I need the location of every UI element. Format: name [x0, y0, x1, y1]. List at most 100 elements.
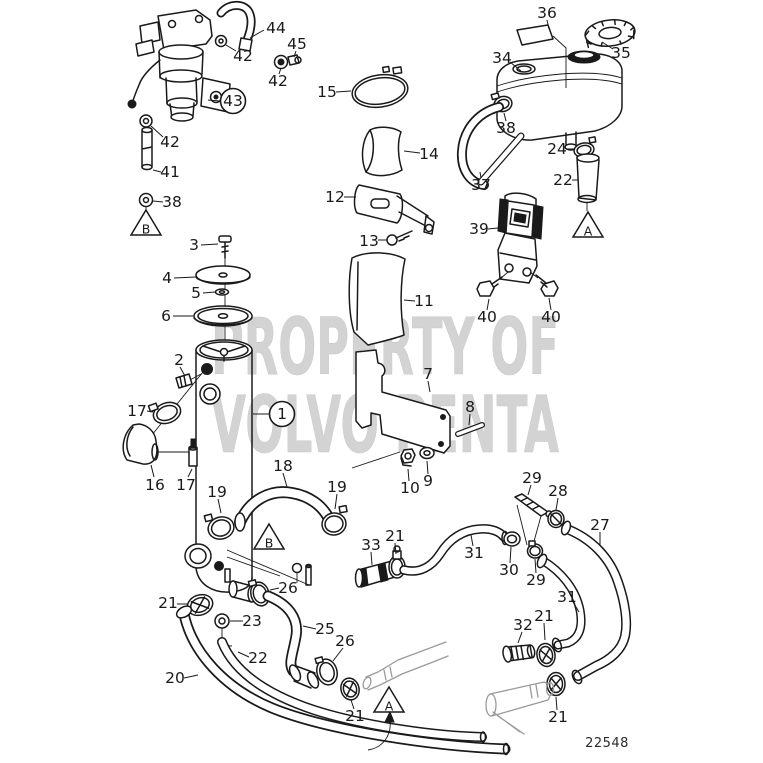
bolt-40-right [529, 271, 559, 297]
clamp-21-right-upper [536, 642, 556, 668]
callout-5: 5 [191, 284, 201, 302]
clamp-19-right [321, 504, 348, 536]
grommet-42 [273, 54, 289, 70]
leader-line [468, 413, 471, 426]
leader-line [509, 61, 522, 72]
leader-line [555, 497, 559, 511]
leader-line [403, 150, 421, 154]
hose-44 [216, 0, 256, 52]
callout-32: 32 [513, 616, 533, 634]
nut-42-left [139, 114, 153, 128]
clamp-26-lower [314, 656, 338, 686]
leader-line [173, 276, 197, 279]
leader-line [152, 169, 162, 173]
reference-triangle-A [571, 210, 605, 238]
leader-line [150, 464, 155, 478]
callout-45: 45 [287, 35, 307, 53]
callout-18: 18 [273, 457, 293, 475]
leader-line [179, 366, 186, 377]
leader-line [152, 200, 164, 203]
housing-cylinder-1 [184, 339, 253, 593]
callout-14: 14 [419, 145, 439, 163]
leader-line [487, 227, 499, 230]
leader-line [479, 171, 482, 179]
triangle-letter: B [265, 536, 274, 551]
leader-line [534, 558, 537, 574]
callout-6: 6 [161, 307, 171, 325]
leader-line [146, 410, 154, 413]
callout-20: 20 [165, 669, 185, 687]
triangle-letter: B [142, 222, 151, 237]
leader-line [509, 546, 512, 564]
leader-line [202, 291, 216, 294]
leader-line [293, 50, 297, 58]
leader-line [517, 631, 523, 644]
callout-25: 25 [315, 620, 335, 638]
callout-23: 23 [242, 612, 262, 630]
hose-22-long [217, 637, 487, 743]
leader-line [427, 380, 431, 393]
leader-line [335, 90, 352, 93]
leader-line [217, 498, 222, 514]
callout-29: 29 [526, 571, 546, 589]
callout-34: 34 [492, 49, 512, 67]
callout-11: 11 [414, 292, 434, 310]
nut-38-left [138, 192, 154, 212]
bracket-39 [497, 192, 544, 284]
ghost-exhaust-right [485, 681, 555, 735]
callout-9: 9 [423, 472, 433, 490]
ring-30 [503, 531, 521, 547]
gasket-disc-6 [193, 305, 253, 327]
callout-22: 22 [553, 171, 573, 189]
leader-line [350, 699, 355, 710]
callout-42: 42 [160, 133, 180, 151]
leader-line [269, 587, 280, 591]
clamp-29-lower [526, 540, 544, 559]
callout-39: 39 [469, 220, 489, 238]
leader-line [370, 551, 373, 566]
leader-line [470, 534, 474, 547]
callout-30: 30 [499, 561, 519, 579]
callout-31: 31 [464, 544, 484, 562]
callout-41: 41 [160, 163, 180, 181]
leader-line [187, 468, 193, 478]
hose-22-tank [576, 153, 600, 211]
leader-line [200, 243, 219, 246]
fitting-33 [354, 560, 396, 588]
callout-26: 26 [278, 579, 298, 597]
callout-19: 19 [327, 478, 347, 496]
clamp-bracket-12 [353, 184, 435, 235]
callout-17: 17 [176, 476, 196, 494]
triangle-letter: A [385, 699, 394, 714]
leader-line [503, 112, 507, 122]
leader-line [302, 625, 317, 630]
callout-37: 37 [471, 176, 491, 194]
ring-clamp-15 [351, 65, 409, 109]
washer-9 [419, 446, 435, 460]
leader-line [150, 125, 164, 138]
clamp-21-centerbottom [340, 677, 360, 701]
callout-circle [268, 400, 296, 428]
callout-7: 7 [423, 365, 433, 383]
hose-20 [175, 605, 511, 756]
callout-26: 26 [335, 632, 355, 650]
leader-line [527, 484, 532, 496]
hose-27 [560, 520, 632, 685]
callout-16: 16 [145, 476, 165, 494]
hose-37 [456, 102, 525, 190]
callout-35: 35 [611, 44, 631, 62]
washer-5 [214, 288, 230, 296]
pipe-41 [141, 126, 153, 171]
leader-line [183, 674, 199, 679]
leader-line [332, 647, 344, 662]
triangle-letter: A [584, 224, 593, 239]
leader-line [486, 298, 490, 311]
callout-circle [219, 87, 247, 115]
callout-27: 27 [590, 516, 610, 534]
port-nut [201, 363, 213, 375]
shell-11 [348, 252, 406, 346]
bolt-40-left [476, 271, 509, 297]
leader-line [207, 99, 221, 102]
nut-23 [214, 613, 233, 647]
leader-line [394, 542, 397, 555]
